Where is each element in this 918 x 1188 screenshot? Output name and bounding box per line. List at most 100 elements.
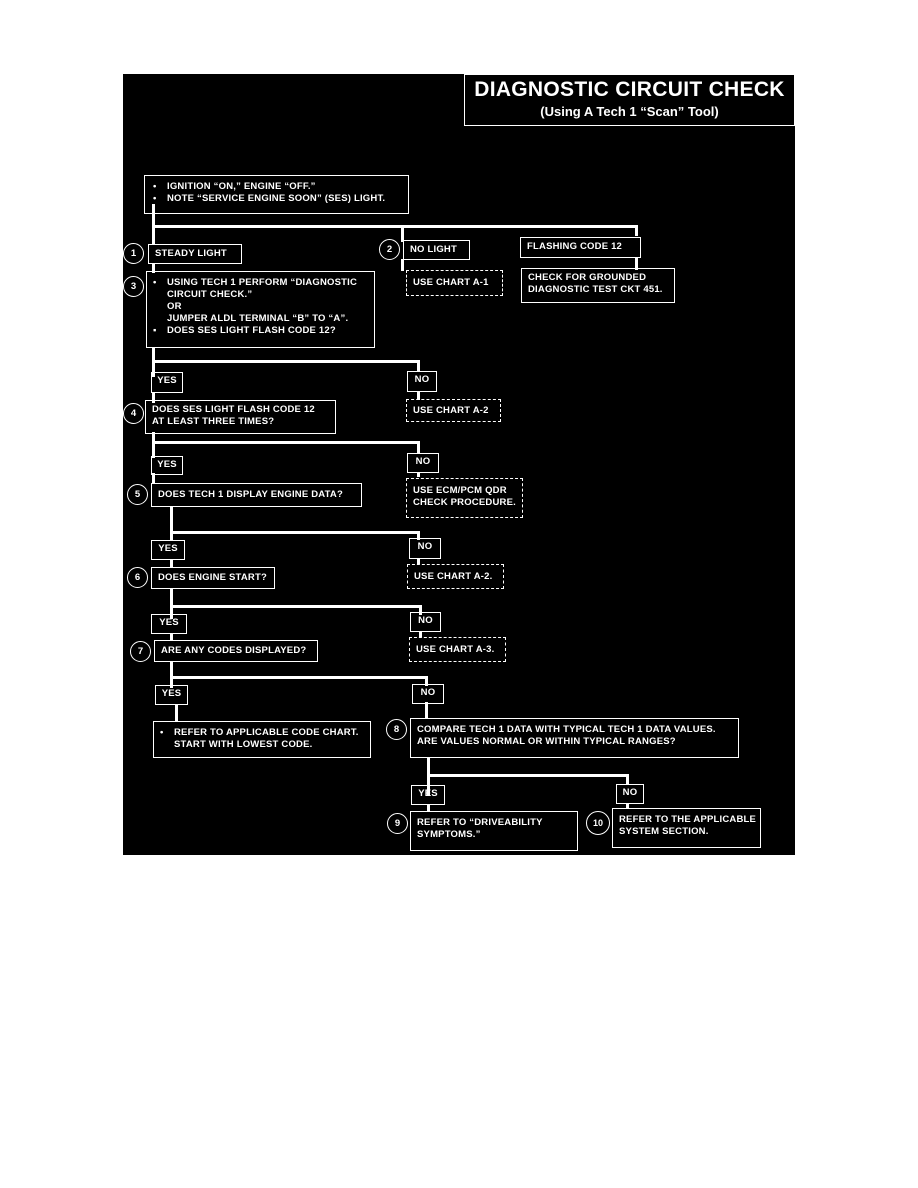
start-item-2: NOTE “SERVICE ENGINE SOON” (SES) LIGHT. [153,193,400,205]
connector [419,605,422,615]
start-box: IGNITION “ON,” ENGINE “OFF.” NOTE “SERVI… [144,175,409,214]
step-marker-3: 3 [123,276,144,297]
connector [170,589,173,619]
connector [152,360,420,363]
check-grounded-line-2: DIAGNOSTIC TEST CKT 451. [528,284,663,295]
connector [170,662,173,688]
step9-line-2: SYMPTOMS.” [417,829,481,840]
connector [425,702,428,719]
connector [425,676,428,686]
connector [401,259,404,271]
connector [152,441,420,444]
no-label-7: NO [412,684,444,704]
connector [427,774,629,777]
connector [175,705,178,722]
yes-label-6: YES [151,614,187,634]
yes-label-8: YES [411,785,445,805]
step-marker-7: 7 [130,641,151,662]
connector [419,632,422,637]
no-label-5: NO [409,538,441,559]
step-marker-8: 8 [386,719,407,740]
connector [635,258,638,270]
step-marker-1: 1 [123,243,144,264]
step-marker-10: 10 [586,811,610,835]
step10-line-2: SYSTEM SECTION. [619,826,709,837]
yes-label-5: YES [151,540,185,560]
use-ecm-qdr-line-1: USE ECM/PCM QDR [413,485,507,496]
connector [417,441,420,454]
connector [170,634,173,641]
step-marker-2: 2 [379,239,400,260]
use-chart-a2-box-2: USE CHART A-2. [407,564,504,589]
connector [417,531,420,540]
step3-line-3: OR [167,301,182,312]
step3-line-1: USING TECH 1 PERFORM “DIAGNOSTIC [153,277,368,289]
use-chart-a2-box-1: USE CHART A-2 [406,399,501,422]
no-light-box: NO LIGHT [403,240,470,260]
connector [170,507,173,541]
yes-label-7: YES [155,685,188,705]
step3-box: USING TECH 1 PERFORM “DIAGNOSTIC CIRCUIT… [146,271,375,348]
step10-box: REFER TO THE APPLICABLE SYSTEM SECTION. [612,808,761,848]
step8-box: COMPARE TECH 1 DATA WITH TYPICAL TECH 1 … [410,718,739,758]
no-label-8: NO [616,784,644,804]
step3-line-5: DOES SES LIGHT FLASH CODE 12? [153,325,368,337]
connector [170,676,428,679]
connector [427,804,430,812]
step6-box: DOES ENGINE START? [151,567,275,589]
step-marker-5: 5 [127,484,148,505]
connector [626,804,629,809]
step4-box: DOES SES LIGHT FLASH CODE 12 AT LEAST TH… [145,400,336,434]
code-chart-box: REFER TO APPLICABLE CODE CHART. START WI… [153,721,371,758]
step4-line-1: DOES SES LIGHT FLASH CODE 12 [152,404,315,415]
diagram-title: DIAGNOSTIC CIRCUIT CHECK [474,78,785,101]
connector [152,204,155,244]
connector [152,225,637,228]
connector [635,225,638,236]
use-chart-a1-box: USE CHART A-1 [406,270,503,296]
diagram-subtitle: (Using A Tech 1 “Scan” Tool) [540,104,719,119]
no-label-4: NO [407,453,439,473]
step3-line-4: JUMPER ALDL TERMINAL “B” TO “A”. [167,313,349,324]
step10-line-1: REFER TO THE APPLICABLE [619,814,757,825]
step5-box: DOES TECH 1 DISPLAY ENGINE DATA? [151,483,362,507]
step8-line-2: ARE VALUES NORMAL OR WITHIN TYPICAL RANG… [417,736,676,747]
title-box: DIAGNOSTIC CIRCUIT CHECK (Using A Tech 1… [464,74,795,126]
connector [417,360,420,372]
connector [152,263,155,273]
step4-line-2: AT LEAST THREE TIMES? [152,416,275,427]
connector [152,473,155,483]
connector [152,393,155,403]
yes-label-3: YES [151,372,183,393]
step-marker-9: 9 [387,813,408,834]
step9-line-1: REFER TO “DRIVEABILITY [417,817,543,828]
connector [626,774,629,784]
step-marker-6: 6 [127,567,148,588]
step3-line-2: CIRCUIT CHECK.” [167,289,253,300]
check-grounded-box: CHECK FOR GROUNDED DIAGNOSTIC TEST CKT 4… [521,268,675,303]
connector [401,225,404,242]
diagram-panel: DIAGNOSTIC CIRCUIT CHECK (Using A Tech 1… [123,74,795,855]
start-item-1: IGNITION “ON,” ENGINE “OFF.” [153,181,400,193]
code-chart-line-2: START WITH LOWEST CODE. [174,739,313,750]
step9-box: REFER TO “DRIVEABILITY SYMPTOMS.” [410,811,578,851]
step7-box: ARE ANY CODES DISPLAYED? [154,640,318,662]
no-label-6: NO [410,612,441,632]
code-chart-line-1: REFER TO APPLICABLE CODE CHART. [160,727,364,739]
use-ecm-qdr-line-2: CHECK PROCEDURE. [413,497,516,508]
connector [170,531,420,534]
connector [170,605,422,608]
step-marker-4: 4 [123,403,144,424]
steady-light-box: STEADY LIGHT [148,244,242,264]
connector [170,560,173,568]
connector [417,472,420,477]
use-chart-a3-box: USE CHART A-3. [409,637,506,662]
connector [417,559,420,564]
use-ecm-qdr-box: USE ECM/PCM QDR CHECK PROCEDURE. [406,478,523,518]
yes-label-4: YES [151,456,183,475]
connector [152,432,155,458]
connector [417,392,420,400]
no-label-3: NO [407,371,437,392]
check-grounded-line-1: CHECK FOR GROUNDED [528,272,647,283]
flashing-code-box: FLASHING CODE 12 [520,237,641,258]
